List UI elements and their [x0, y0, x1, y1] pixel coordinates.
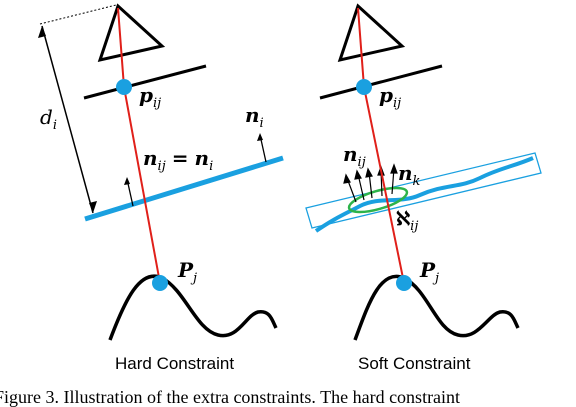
label-p-ij-left: pij — [139, 83, 161, 111]
right-image-plane — [319, 64, 443, 100]
right-neighborhood-ellipse — [347, 186, 409, 214]
left-depth-arrowhead-bottom — [89, 201, 97, 213]
hard-constraint-panel: di pij ni nij=ni Pj Hard Constraint — [38, 3, 284, 373]
right-plane-slab — [305, 152, 542, 229]
soft-constraint-panel: pij nij nk ℵij Pj Soft Constraint — [305, 3, 542, 373]
right-surface-curve — [353, 274, 520, 341]
label-P-j-left: Pj — [177, 258, 197, 286]
figure-caption: Figure 3. Illustration of the extra cons… — [0, 387, 461, 407]
label-n-i: ni — [245, 103, 264, 131]
title-hard-constraint: Hard Constraint — [115, 354, 234, 373]
right-camera-triangle — [337, 3, 406, 63]
left-image-point-p-ij — [116, 79, 132, 95]
label-n-ij-right: nij — [343, 142, 366, 170]
left-image-plane — [83, 64, 207, 100]
label-n-k: nk — [398, 161, 421, 189]
label-aleph-ij: ℵij — [396, 208, 418, 234]
left-camera-triangle — [97, 3, 166, 63]
label-n-ij-equals-n-i: nij=ni — [143, 146, 213, 174]
left-dotted-guide — [39, 4, 117, 25]
right-surface-point-P-j — [396, 275, 412, 291]
left-surface-curve — [108, 274, 278, 341]
left-tangent-plane — [84, 155, 284, 222]
left-depth-arrowhead-top — [38, 26, 46, 38]
left-normal-n-i-head — [257, 133, 263, 141]
right-wavy-surface — [314, 156, 534, 233]
left-surface-point-P-j — [152, 275, 168, 291]
label-P-j-right: Pj — [419, 258, 439, 286]
label-d-i: di — [40, 105, 57, 133]
left-depth-arrow — [41, 25, 94, 214]
title-soft-constraint: Soft Constraint — [358, 354, 471, 373]
label-p-ij-right: pij — [379, 83, 401, 111]
right-image-point-p-ij — [356, 79, 372, 95]
left-normal-n-ij-head — [124, 177, 130, 185]
